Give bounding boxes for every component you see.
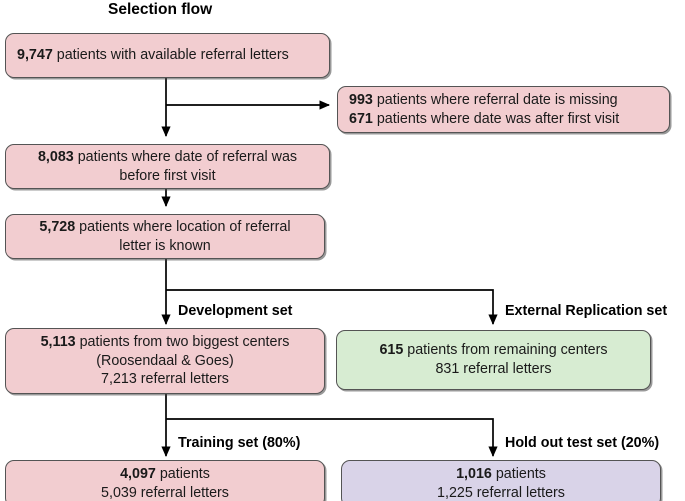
node-development-set: 5,113 patients from two biggest centers … — [5, 328, 325, 394]
node-value: 671 — [349, 110, 373, 127]
node-line: 5,113 patients from two biggest centers — [41, 333, 290, 352]
node-value: 993 — [349, 91, 373, 108]
node-training-set: 4,097 patients 5,039 referral letters — [5, 460, 325, 501]
node-text: patients from remaining centers — [403, 342, 608, 359]
node-line: 5,039 referral letters — [101, 484, 229, 501]
node-text: patients from two biggest centers — [75, 333, 290, 350]
node-line: 831 referral letters — [435, 361, 552, 377]
node-text: patients — [491, 465, 546, 482]
page-title: Selection flow — [108, 1, 213, 18]
node-value: 615 — [379, 342, 404, 359]
node-value: 8,083 — [37, 148, 74, 165]
training-set-label: Training set (80%) — [178, 435, 301, 451]
node-value: 4,097 — [120, 465, 156, 482]
node-text: patients where location of referral — [75, 218, 291, 235]
node-text: patients — [155, 465, 210, 482]
node-value: 5,728 — [39, 218, 76, 235]
node-text: patients with available referral letters — [52, 47, 289, 64]
node-text: patients where referral date is missing — [372, 91, 618, 108]
node-line: 615 patients from remaining centers — [379, 341, 607, 360]
node-value: 9,747 — [17, 47, 53, 64]
node-available-letters: 9,747 patients with available referral l… — [5, 33, 330, 78]
node-external-replication-set: 615 patients from remaining centers 831 … — [336, 330, 651, 390]
node-line: 1,016 patients — [456, 465, 546, 484]
node-excluded-dates: 993 patients where referral date is miss… — [337, 86, 670, 133]
node-value: 5,113 — [40, 333, 76, 350]
node-line: 671 patients where date was after first … — [338, 110, 669, 129]
node-line: 8,083 patients where date of referral wa… — [38, 148, 297, 167]
node-hold-out-test-set: 1,016 patients 1,225 referral letters — [341, 460, 661, 501]
node-before-first-visit: 8,083 patients where date of referral wa… — [5, 144, 330, 189]
node-line: letter is known — [119, 237, 211, 254]
development-set-label: Development set — [178, 303, 293, 319]
hold-out-test-set-label: Hold out test set (20%) — [505, 435, 660, 451]
connector-location-known-to-external — [166, 289, 498, 326]
node-value: 1,016 — [456, 465, 492, 482]
node-line: 4,097 patients — [120, 465, 210, 484]
connector-development-to-holdout — [166, 418, 498, 458]
node-line: 5,728 patients where location of referra… — [39, 218, 290, 237]
external-replication-set-label: External Replication set — [505, 303, 668, 319]
node-location-known: 5,728 patients where location of referra… — [5, 214, 325, 259]
node-text: patients where date of referral was — [73, 148, 298, 165]
node-line: (Roosendaal & Goes) — [96, 352, 234, 369]
node-line: 9,747 patients with available referral l… — [6, 46, 329, 65]
node-line: 1,225 referral letters — [437, 484, 565, 501]
node-text: patients where date was after first visi… — [372, 110, 620, 127]
node-line: before first visit — [119, 167, 216, 184]
node-line: 993 patients where referral date is miss… — [338, 91, 669, 110]
node-line: 7,213 referral letters — [101, 371, 229, 388]
